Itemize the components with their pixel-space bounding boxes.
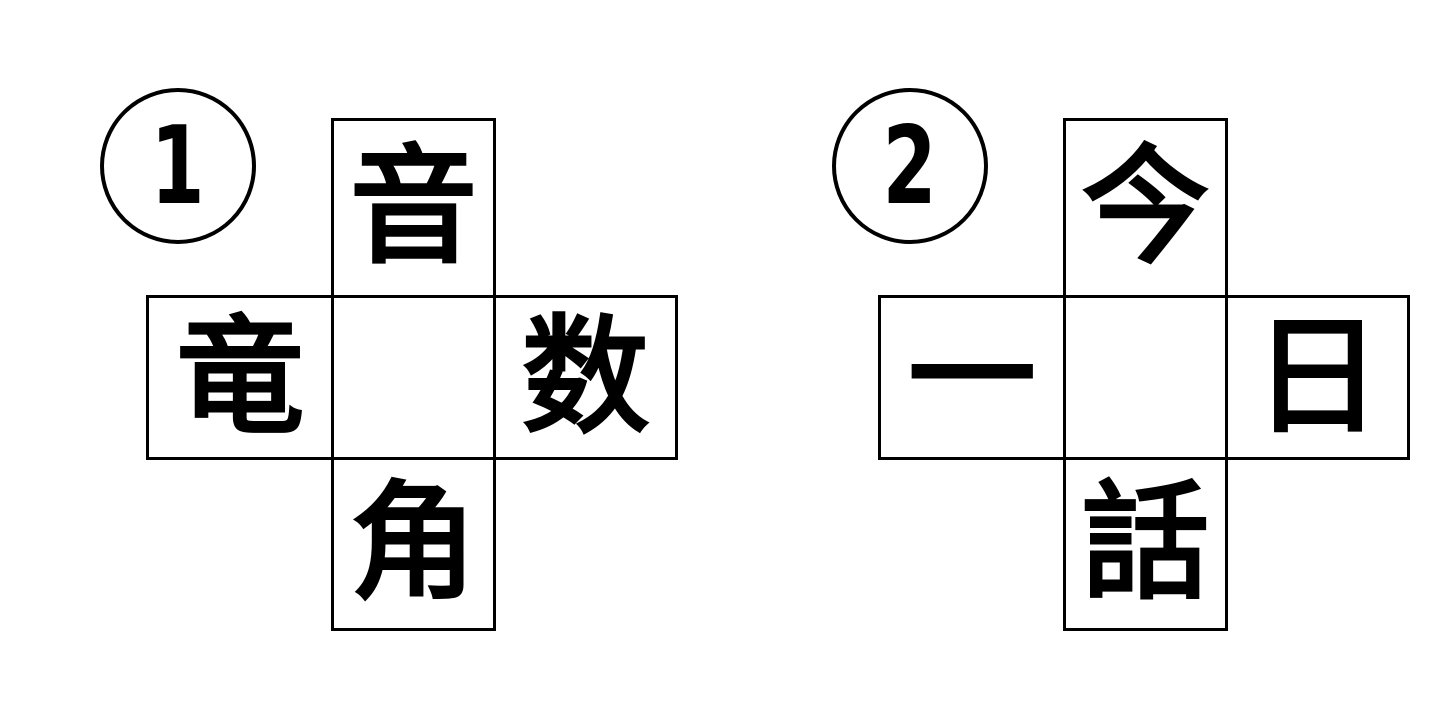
cell-bottom-kanji: 角 <box>349 469 478 618</box>
cell-right-kanji: 日 <box>1253 302 1382 452</box>
cell-top-kanji: 今 <box>1081 133 1210 282</box>
kanji-puzzle-2: 2 今 一 日 話 <box>732 0 1446 725</box>
kanji-puzzle-1: 1 音 竜 数 角 <box>100 88 678 631</box>
cell-top-kanji: 音 <box>349 133 478 282</box>
cell-left-kanji: 竜 <box>175 302 304 452</box>
cell-left: 竜 <box>146 295 334 460</box>
puzzle-number-badge: 1 <box>100 88 256 244</box>
cell-top: 音 <box>331 118 496 298</box>
cell-right: 日 <box>1225 295 1410 460</box>
answer-cell[interactable] <box>1063 295 1228 460</box>
answer-cell[interactable] <box>331 295 496 460</box>
cell-top: 今 <box>1063 118 1228 298</box>
puzzle-number: 2 <box>882 104 938 229</box>
puzzle-number-badge: 2 <box>832 88 988 244</box>
answer-cell-kanji <box>1066 298 1225 457</box>
answer-cell-kanji <box>334 298 493 457</box>
cell-right: 数 <box>493 295 678 460</box>
cell-left: 一 <box>878 295 1066 460</box>
cell-bottom: 角 <box>331 457 496 631</box>
cell-bottom-kanji: 話 <box>1081 469 1210 618</box>
cell-bottom: 話 <box>1063 457 1228 631</box>
puzzle-number: 1 <box>150 104 206 229</box>
cell-left-kanji: 一 <box>907 302 1036 452</box>
cell-right-kanji: 数 <box>521 302 650 452</box>
